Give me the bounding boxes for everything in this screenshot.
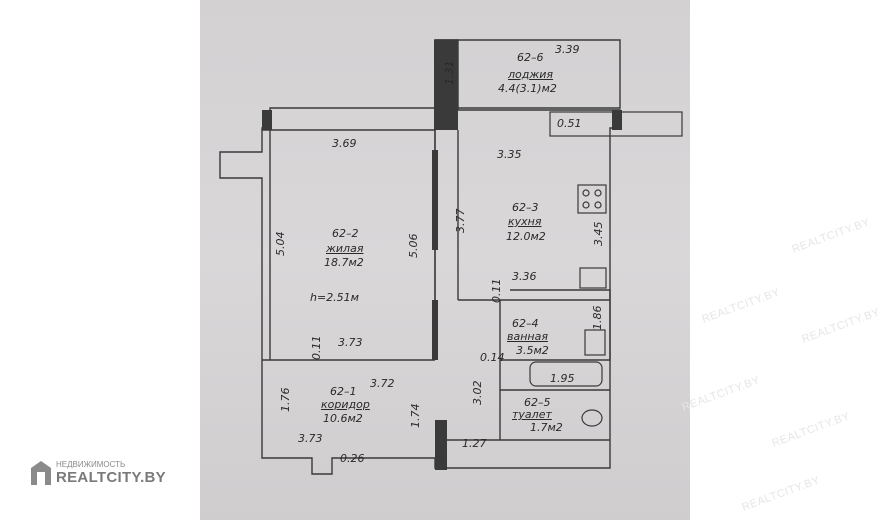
corridor-name: коридор [321,398,370,411]
bathroom-number: 62–4 [512,317,539,330]
logo-brand: REALTCITY.BY [56,469,166,486]
dim-balcony-ext: 0.51 [557,117,582,130]
dim-corridor-door: 0.26 [340,452,365,465]
kitchen-name: кухня [508,215,542,228]
bathroom-area: 3.5м2 [516,344,549,357]
living-name: жилая [326,242,364,255]
dim-wc-bottom: 1.27 [462,437,487,450]
dim-kitchen-right: 3.45 [592,221,605,247]
bathtub [529,361,603,387]
ceiling-height: h=2.51м [310,291,359,304]
floor-plan-drawing [219,39,683,475]
wall-pillar [262,110,272,130]
dim-kitchen-bottom: 3.36 [512,270,537,283]
dim-loggia-depth: 1.31 [443,60,456,86]
watermark-text: REALTCITY.BY [740,474,822,514]
dim-living-niche: 0.11 [310,335,323,361]
washbasin [584,329,606,356]
dim-corridor-diag: 1.74 [409,403,422,429]
kitchen-sink [579,267,607,289]
cooktop [577,184,607,214]
loggia-area: 4.4(3.1)м2 [498,82,557,95]
wall-pillar [432,150,438,250]
corridor-area: 10.6м2 [323,412,363,425]
watermark-text: REALTCITY.BY [700,286,782,326]
wall-pillar [434,40,458,130]
dim-living-left: 5.04 [274,231,287,257]
dim-kitchen-top: 3.35 [497,148,522,161]
wall-pillar [432,300,438,360]
corridor-outline [262,300,436,361]
living-area: 18.7м2 [324,256,364,269]
dim-tub-length: 1.95 [550,372,575,385]
kitchen-area: 12.0м2 [506,230,546,243]
corridor-number: 62–1 [330,385,357,398]
building-icon [31,461,51,485]
realtcity-logo: НЕДВИЖИМОСТЬ REALTCITY.BY [30,460,166,491]
kitchen-number: 62–3 [512,201,539,214]
dim-corridor-mid: 3.72 [370,377,395,390]
dim-living-right: 5.06 [407,233,420,259]
watermark-text: REALTCITY.BY [770,410,852,450]
toilet-bowl [581,409,603,427]
dim-living-width: 3.69 [332,137,357,150]
wall-pillar [435,110,615,130]
dim-wc-height: 3.02 [471,380,484,406]
balcony-extension [549,111,683,137]
dim-corridor-bottom: 3.73 [298,432,323,445]
watermark-text: REALTCITY.BY [790,216,872,256]
dim-corridor-left: 1.76 [279,387,292,413]
dim-bath-height: 1.86 [591,305,604,331]
floor-plan-sheet: 62–6 лоджия 4.4(3.1)м2 3.39 1.31 0.51 3.… [200,0,690,520]
wall-pillar [612,110,622,130]
dim-loggia-width: 3.39 [555,43,580,56]
logo-tagline: НЕДВИЖИМОСТЬ [56,460,126,469]
toilet-name: туалет [512,408,552,421]
loggia-name: лоджия [508,68,554,81]
wall-pillar [435,420,447,470]
watermark-text: REALTCITY.BY [800,306,882,346]
toilet-area: 1.7м2 [530,421,563,434]
dim-living-bottom: 3.73 [338,336,363,349]
dim-bath-niche: 0.14 [480,351,505,364]
loggia-number: 62–6 [517,51,544,64]
living-number: 62–2 [332,227,359,240]
watermark-text: REALTCITY.BY [680,374,762,414]
bathroom-name: ванная [507,330,548,343]
dim-kitchen-niche: 0.11 [490,278,503,304]
toilet-number: 62–5 [524,396,551,409]
dim-kitchen-wall: 3.77 [454,208,467,234]
